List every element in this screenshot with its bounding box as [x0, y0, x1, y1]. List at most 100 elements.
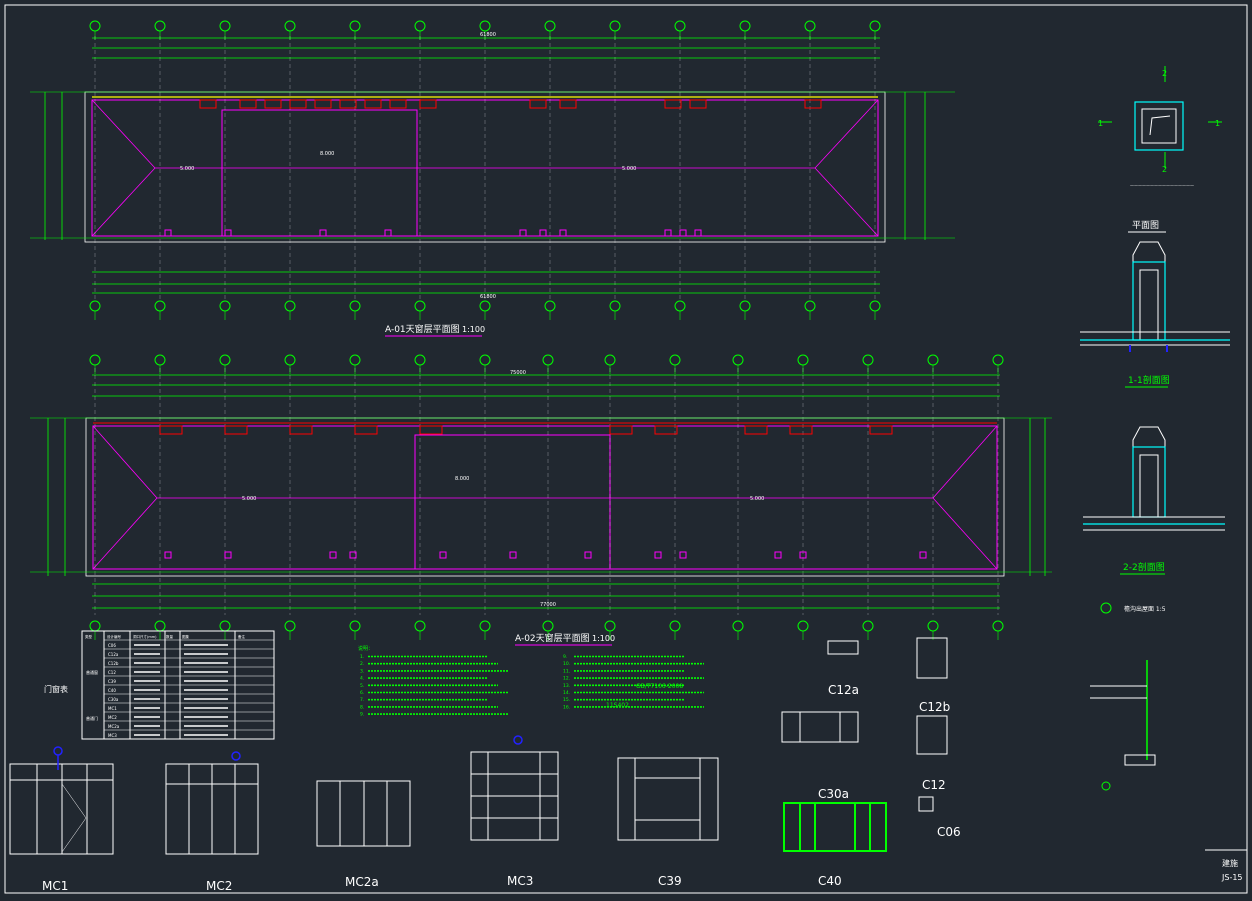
top-axis-bottom-bubble [804, 300, 816, 320]
detail-section-1: 1-1剖面图 [1080, 241, 1230, 388]
drain-mark [519, 229, 527, 237]
vent-mark [239, 99, 257, 109]
notes: 说明： 1.2.3.4.5.6.7.8.9. 9.10.11.12.13.14.… [358, 645, 704, 718]
c12a-small-frame [827, 640, 859, 655]
notes-right: 9.10.11.12.13.14.15.16. [563, 654, 704, 710]
gutter-detail-label: 檐沟出屋面 1:5 [1124, 605, 1166, 613]
drain-mark [799, 551, 807, 559]
bot-axis-bottom-bubble [604, 620, 616, 640]
plan-top-axis-row-b [89, 300, 881, 320]
plan-top: 61800 61800 5.000 5.000 8.000 A-01天窗层平面图… [30, 20, 955, 337]
plan-top-grid [94, 36, 876, 300]
plan-bottom-total-dim: 75000 [510, 370, 526, 376]
drain-mark [224, 229, 232, 237]
drain-mark [224, 551, 232, 559]
note-number: 14. [563, 690, 570, 696]
top-axis-bottom-bubble [219, 300, 231, 320]
table-header: 图集 [182, 634, 189, 639]
vent-mark [559, 99, 577, 109]
c39-top-pane [634, 757, 701, 779]
bot-axis-bottom-bubble [732, 620, 744, 640]
plan-bottom-level-2: 5.000 [750, 496, 764, 502]
drain-mark [919, 551, 927, 559]
top-axis-bottom-bubble [739, 300, 751, 320]
vent-mark [419, 425, 443, 435]
table-code: C12a [108, 652, 119, 657]
vent-mark [199, 99, 217, 109]
detail-section-2: 2-2剖面图 [1083, 426, 1225, 575]
detail-plan: 2 2 1 1 ———————————————— 平面图 [1098, 66, 1222, 233]
vent-mark [664, 99, 682, 109]
bot-axis-bottom-bubble [862, 620, 874, 640]
c12b-label: C12b [919, 700, 950, 714]
plan-top-level-3: 8.000 [320, 151, 334, 157]
vent-mark [289, 425, 313, 435]
top-axis-bottom-bubble [349, 300, 361, 320]
door-window-table: 类型设计编号洞口尺寸(mm)数量图集备注C06C12aC12bC12C39C40… [44, 630, 275, 740]
c30a-label: C30a [818, 787, 849, 801]
c39-mid-pane [634, 777, 701, 821]
drain-mark [319, 229, 327, 237]
detail-plan-title: 平面图 [1132, 220, 1159, 231]
vent-mark [159, 425, 183, 435]
table-code: MC2 [108, 715, 117, 720]
plan-bottom-overall-dim: 77000 [540, 602, 556, 608]
note-number: 13. [563, 683, 570, 689]
table-side-label: 门窗表 [44, 684, 68, 694]
detail-plan-pipe [1149, 115, 1171, 136]
mc1-swing [61, 783, 87, 853]
plan-bottom-roof-outline [85, 417, 1005, 577]
table-code: C40 [108, 688, 116, 693]
detail-plan-outer [1134, 101, 1184, 151]
top-axis-bottom-bubble [479, 300, 491, 320]
plan-bottom-hip-1 [92, 425, 158, 499]
plan-top-vents [164, 99, 822, 237]
vent-mark [314, 99, 332, 109]
c12-label: C12 [922, 778, 946, 792]
note-number: 5. [360, 683, 364, 689]
detail-cut-label-2b: 2 [1162, 165, 1167, 174]
vent-mark [224, 425, 248, 435]
mc2-label: MC2 [206, 879, 232, 893]
bot-axis-bottom-bubble [927, 620, 939, 640]
mc2a-label: MC2a [345, 875, 379, 889]
c39-frame [617, 757, 719, 841]
vent-mark [689, 99, 707, 109]
plan-top-hip-1 [91, 99, 156, 169]
table-code: MC3 [108, 733, 117, 738]
drain-mark [329, 551, 337, 559]
top-axis-bottom-bubble [284, 300, 296, 320]
vent-mark [354, 425, 378, 435]
elevation-c12b: C12b [916, 637, 950, 755]
plan-bottom-grid [94, 368, 999, 615]
mc3-label: MC3 [507, 874, 533, 888]
top-axis-bottom-bubble [609, 300, 621, 320]
mc3-tag [513, 735, 523, 745]
plan-bottom-axis-row-a [89, 354, 1004, 374]
table-group-1: 普通窗 [86, 669, 98, 675]
mc1-tag [53, 746, 63, 756]
mc1-label: MC1 [42, 879, 68, 893]
note-number: 4. [360, 676, 364, 682]
detail-plan-inner [1141, 108, 1177, 144]
drain-mark [439, 551, 447, 559]
gutter-base [1124, 754, 1156, 766]
top-axis-bottom-bubble [674, 300, 686, 320]
vent-mark [264, 99, 282, 109]
vent-mark [804, 99, 822, 109]
plan-top-total-dim-bottom: 61800 [480, 294, 496, 300]
plan-bottom: 75000 77000 5.000 5.000 8.000 A-02天窗层平面图… [30, 354, 1052, 646]
bot-axis-bottom-bubble [542, 620, 554, 640]
vent-mark [289, 99, 307, 109]
plan-bottom-scale: 1:100 [592, 634, 615, 643]
vent-mark [789, 425, 813, 435]
plan-bottom-title: A-02天窗层平面图 [515, 632, 590, 644]
note-number: 15. [563, 697, 570, 703]
elevation-mc2: MC2 [165, 751, 259, 893]
c39-label: C39 [658, 874, 682, 888]
drain-mark [384, 229, 392, 237]
table-rows: 类型设计编号洞口尺寸(mm)数量图集备注C06C12aC12bC12C39C40… [85, 634, 274, 738]
notes-std-ref: GB/T7106-2008 [636, 683, 683, 690]
notes-std-ref2: 11S402 [606, 702, 629, 709]
elevation-c39: C39 [617, 757, 719, 888]
